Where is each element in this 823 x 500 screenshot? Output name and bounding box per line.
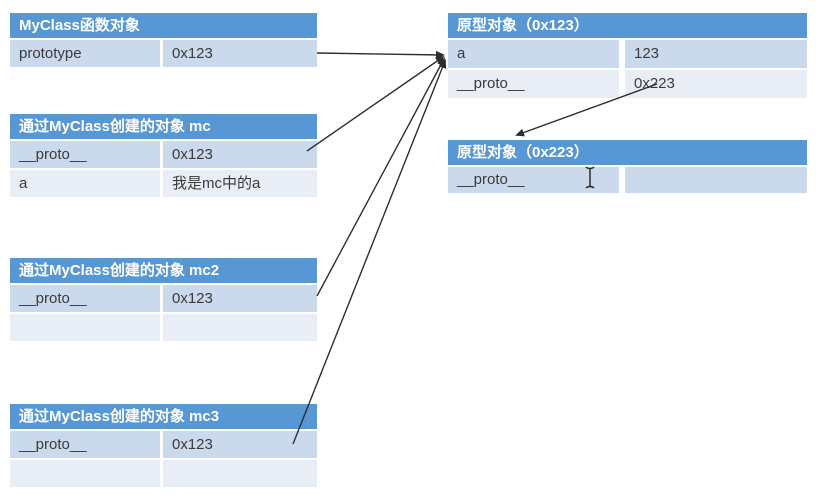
table-row: prototype 0x123 — [10, 40, 317, 67]
table-title: 通过MyClass创建的对象 mc3 — [10, 404, 317, 429]
arrow-mc2-proto-to-proto123 — [316, 57, 445, 297]
table-row — [10, 314, 317, 341]
table-row: __proto__ 0x123 — [10, 285, 317, 312]
table-row — [10, 460, 317, 487]
table-row: __proto__ — [448, 167, 807, 193]
table-prototype-object-0x123: 原型对象（0x123） a 123 __proto__ 0x223 — [448, 13, 807, 98]
table-row: a 我是mc中的a — [10, 170, 317, 197]
cell-value — [625, 167, 807, 193]
arrow-mc-proto-to-proto123 — [306, 55, 445, 152]
table-row: __proto__ 0x123 — [10, 141, 317, 168]
cell-value: 123 — [625, 40, 807, 68]
table-title: 原型对象（0x123） — [448, 13, 807, 38]
cell-key: prototype — [10, 40, 160, 67]
table-object-mc3: 通过MyClass创建的对象 mc3 __proto__ 0x123 — [10, 404, 317, 487]
table-title: MyClass函数对象 — [10, 13, 317, 38]
cell-value: 0x223 — [625, 70, 807, 98]
table-row: __proto__ 0x123 — [10, 431, 317, 458]
cell-key: __proto__ — [10, 141, 160, 168]
cell-key: __proto__ — [10, 431, 160, 458]
cell-value: 0x123 — [163, 141, 317, 168]
cell-key — [10, 460, 160, 487]
cell-key: a — [448, 40, 619, 68]
arrow-myclass-prototype-to-proto123 — [316, 50, 445, 59]
cell-value: 0x123 — [163, 431, 317, 458]
cell-key — [10, 314, 160, 341]
table-row: a 123 — [448, 40, 807, 68]
table-object-mc: 通过MyClass创建的对象 mc __proto__ 0x123 a 我是mc… — [10, 114, 317, 197]
cell-key: a — [10, 170, 160, 197]
table-title: 原型对象（0x223） — [448, 140, 807, 165]
cell-key: __proto__ — [10, 285, 160, 312]
cell-value: 我是mc中的a — [163, 170, 317, 197]
cell-value — [163, 314, 317, 341]
cell-key: __proto__ — [448, 167, 619, 193]
table-title: 通过MyClass创建的对象 mc2 — [10, 258, 317, 283]
table-prototype-object-0x223: 原型对象（0x223） __proto__ — [448, 140, 807, 193]
cell-key: __proto__ — [448, 70, 619, 98]
cell-value — [163, 460, 317, 487]
table-object-mc2: 通过MyClass创建的对象 mc2 __proto__ 0x123 — [10, 258, 317, 341]
cell-value: 0x123 — [163, 285, 317, 312]
table-row: __proto__ 0x223 — [448, 70, 807, 98]
cell-value: 0x123 — [163, 40, 317, 67]
table-myclass-function-object: MyClass函数对象 prototype 0x123 — [10, 13, 317, 67]
table-title: 通过MyClass创建的对象 mc — [10, 114, 317, 139]
